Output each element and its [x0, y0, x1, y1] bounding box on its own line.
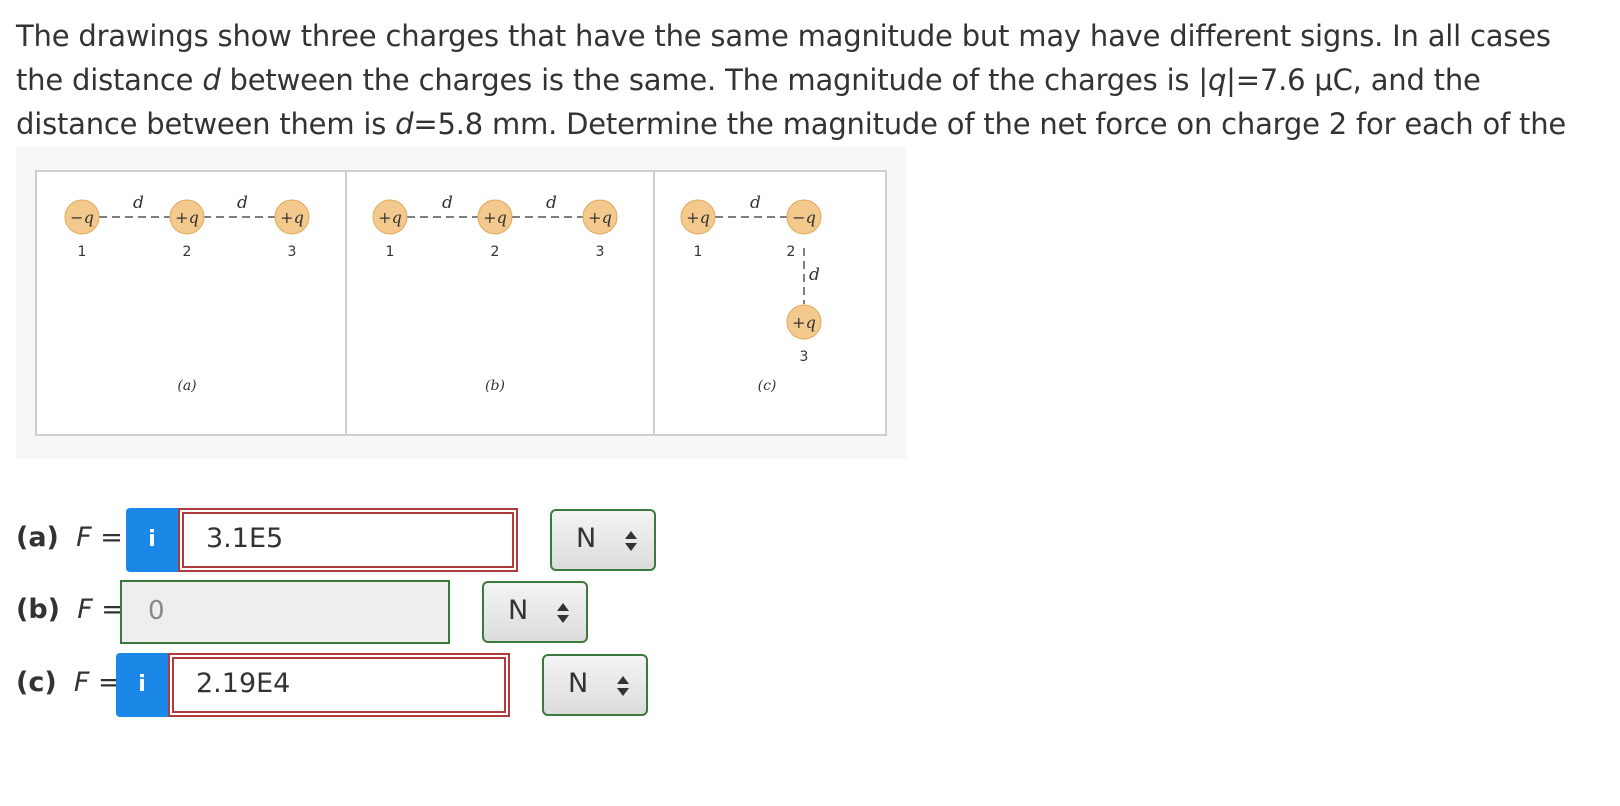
- distance-label: d: [809, 265, 820, 285]
- charge-number: 2: [787, 244, 796, 260]
- charge-number: 1: [78, 244, 87, 260]
- panel-c-drawing: d d +q −q +q 1 2 3 (c): [680, 193, 822, 394]
- updown-arrow-icon: [625, 531, 637, 551]
- answer-row-b: (b) F = 0 N: [16, 580, 596, 644]
- charge-c1: +q: [680, 199, 716, 235]
- answer-row-a: (a) F = i 3.1E5 N: [16, 508, 676, 572]
- figure-frame: d d −q +q +q 1 2 3 (a): [35, 170, 887, 436]
- answer-row-c: (c) F = i 2.19E4 N: [16, 653, 666, 717]
- caption-a: (a): [177, 378, 196, 394]
- svg-text:+q: +q: [588, 208, 612, 227]
- svg-text:−q: −q: [70, 208, 94, 227]
- updown-arrow-icon: [557, 603, 569, 623]
- answer-input-a[interactable]: 3.1E5: [178, 508, 518, 572]
- panel-b: [345, 172, 653, 434]
- answer-input-c[interactable]: 2.19E4: [168, 653, 510, 717]
- svg-text:+q: +q: [483, 208, 507, 227]
- distance-label: d: [750, 193, 761, 213]
- panel-a-drawing: d d −q +q +q 1 2 3 (a): [64, 193, 310, 394]
- distance-label: d: [442, 193, 453, 213]
- charge-c3: +q: [786, 304, 822, 340]
- charge-a2: +q: [169, 199, 205, 235]
- unit-select-c[interactable]: N: [542, 654, 648, 716]
- charge-number: 1: [694, 244, 703, 260]
- figure-drawing: d d −q +q +q 1 2 3 (a): [64, 193, 822, 394]
- info-button[interactable]: i: [116, 653, 168, 717]
- svg-text:+q: +q: [792, 313, 816, 332]
- unit-select-a[interactable]: N: [550, 509, 656, 571]
- answer-label-c: (c) F =: [16, 667, 121, 698]
- panel-c: [653, 172, 885, 434]
- charge-b1: +q: [372, 199, 408, 235]
- svg-text:+q: +q: [175, 208, 199, 227]
- svg-text:+q: +q: [280, 208, 304, 227]
- caption-b: (b): [485, 378, 505, 394]
- svg-text:+q: +q: [378, 208, 402, 227]
- distance-label: d: [237, 193, 248, 213]
- charge-number: 2: [491, 244, 500, 260]
- caption-c: (c): [758, 378, 777, 394]
- distance-label: d: [546, 193, 557, 213]
- distance-label: d: [133, 193, 144, 213]
- answer-input-b[interactable]: 0: [120, 580, 450, 644]
- charge-number: 1: [386, 244, 395, 260]
- svg-text:+q: +q: [686, 208, 710, 227]
- charge-number: 3: [596, 244, 605, 260]
- info-button[interactable]: i: [126, 508, 178, 572]
- svg-text:−q: −q: [792, 208, 816, 227]
- charge-number: 3: [800, 349, 809, 365]
- charge-a3: +q: [274, 199, 310, 235]
- answer-label-a: (a) F =: [16, 522, 123, 553]
- charge-c2: −q: [786, 199, 822, 235]
- updown-arrow-icon: [617, 676, 629, 696]
- charge-b2: +q: [477, 199, 513, 235]
- charge-b3: +q: [582, 199, 618, 235]
- panel-b-drawing: d d +q +q +q 1 2 3 (b): [372, 193, 618, 394]
- answer-label-b: (b) F =: [16, 594, 124, 625]
- charge-number: 2: [183, 244, 192, 260]
- figure: d d −q +q +q 1 2 3 (a): [16, 146, 906, 459]
- charge-number: 3: [288, 244, 297, 260]
- unit-select-b[interactable]: N: [482, 581, 588, 643]
- charge-a1: −q: [64, 199, 100, 235]
